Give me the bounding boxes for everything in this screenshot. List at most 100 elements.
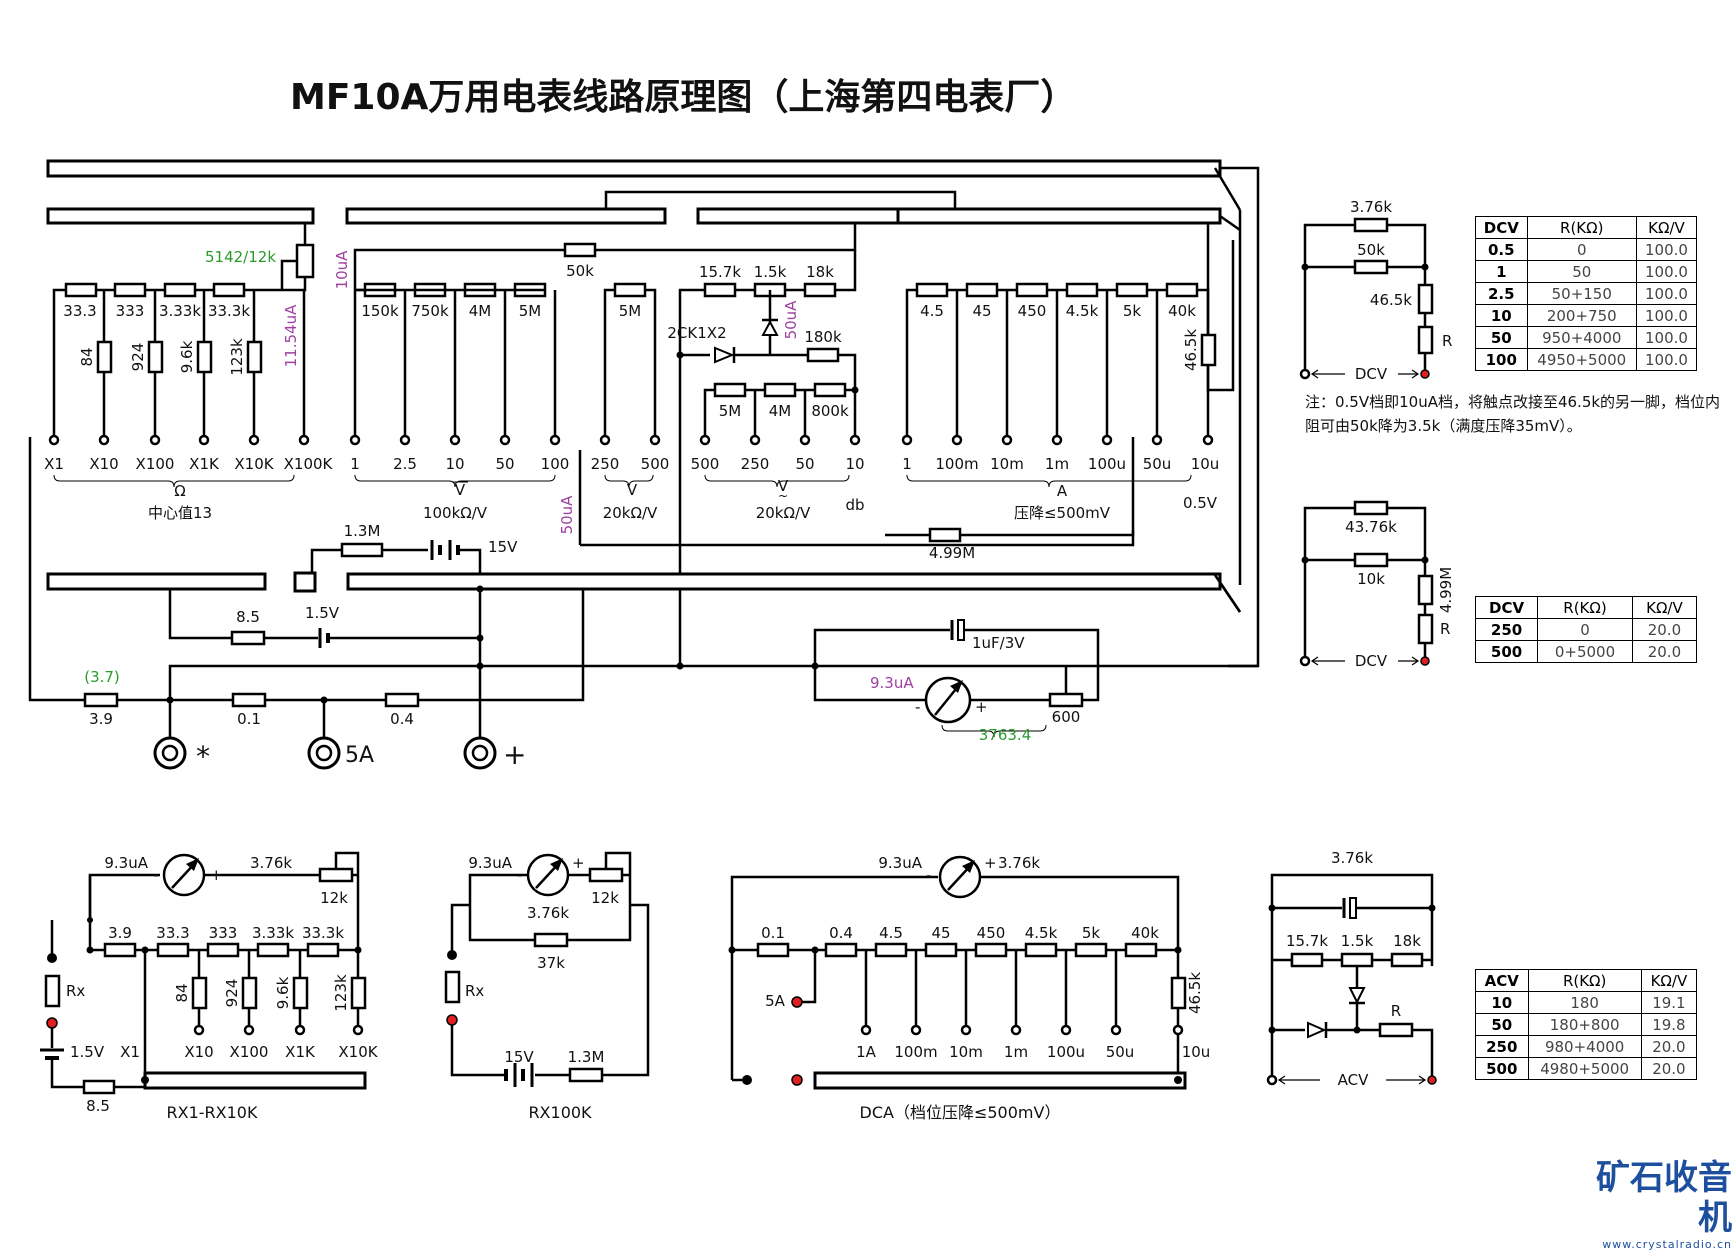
current-label: 10uA <box>333 250 351 290</box>
jack-label: * <box>196 740 210 773</box>
range-label: 50u <box>1106 1043 1135 1061</box>
rx-label: Rx <box>66 982 85 1000</box>
range-label: 10m <box>949 1043 983 1061</box>
res-label: 0.4 <box>829 924 853 942</box>
dcv-sensitivity: 100kΩ/V <box>423 504 488 522</box>
site-logo: 矿石收音机 www.crystalradio.cn <box>1572 1158 1732 1251</box>
range-label: 1m <box>1004 1043 1028 1061</box>
ohm-symbol: Ω <box>174 482 185 500</box>
range-label: 50 <box>795 455 814 473</box>
res-label: 3.76k <box>527 904 569 922</box>
res-label: 46.5k <box>1182 329 1200 371</box>
ohm-center-label: 中心值13 <box>148 504 212 522</box>
svg-text:-: - <box>153 866 158 884</box>
range-label: 10m <box>990 455 1024 473</box>
current-label: 11.54uA <box>282 304 300 367</box>
range-label: 10 <box>845 455 864 473</box>
range-label: 0.5V <box>1183 494 1218 512</box>
res-label: 33.3k <box>302 924 344 942</box>
res-label: 50k <box>566 262 594 280</box>
res-label: 40k <box>1168 302 1196 320</box>
res-label: 4.99M <box>1437 567 1455 613</box>
res-label: 5M <box>719 402 742 420</box>
pot-label: 12k <box>591 889 619 907</box>
logo-name: 矿石收音机 <box>1596 1158 1732 1238</box>
res-label: 4.5k <box>1025 924 1058 942</box>
dcv-terminals <box>349 434 561 446</box>
dca-caption: DCA（档位压降≤500mV） <box>860 1103 1061 1122</box>
res-label: 3.9 <box>89 710 113 728</box>
res-label: 123k <box>332 974 350 1012</box>
range-label: X10 <box>89 455 118 473</box>
capacitor-label: 1uF/3V <box>972 634 1025 652</box>
dcv2-sensitivity: 20kΩ/V <box>603 504 658 522</box>
dcv-symbol: V <box>455 481 466 499</box>
res-label: 0.1 <box>237 710 261 728</box>
svg-text:-: - <box>915 698 920 716</box>
current-label: 9.3uA <box>870 674 914 692</box>
range-label: X10 <box>184 1043 213 1061</box>
diode-label: 2CK1X2 <box>667 324 726 342</box>
dca-terminals <box>901 434 1214 446</box>
res-label: 5k <box>1123 302 1142 320</box>
range-label: 250 <box>591 455 620 473</box>
range-label: X1 <box>44 455 64 473</box>
dca-symbol: A <box>1057 482 1068 500</box>
pot-label: 5142/12k <box>205 248 276 266</box>
res-label: 3.76k <box>250 854 292 872</box>
res-label: 4M <box>469 302 492 320</box>
res-label: 45 <box>972 302 991 320</box>
res-label: 18k <box>806 263 834 281</box>
range-label: 10 <box>445 455 464 473</box>
current-label: 9.3uA <box>468 854 512 872</box>
res-label: 45 <box>931 924 950 942</box>
res-label: 3.33k <box>159 302 201 320</box>
ohm-terminals <box>48 434 310 446</box>
svg-text:+: + <box>572 854 585 872</box>
res-label: 1.3M <box>568 1048 605 1066</box>
res-label: 46.5k <box>1370 291 1412 309</box>
svg-text:+: + <box>975 698 988 716</box>
res-label: 8.5 <box>86 1097 110 1115</box>
acv-symbol: V <box>778 477 789 495</box>
range-label: 10u <box>1182 1043 1211 1061</box>
range-label: 2.5 <box>393 455 417 473</box>
switch-bar-bottom-left <box>46 572 267 591</box>
res-label: 924 <box>129 343 147 372</box>
battery-label: 15V <box>488 538 518 556</box>
jack-5a <box>307 736 341 770</box>
acv-terminals <box>699 434 861 446</box>
range-label: X100 <box>230 1043 269 1061</box>
res-label: 750k <box>411 302 449 320</box>
res-label: 3.76k <box>1331 849 1373 867</box>
res-label: 46.5k <box>1186 972 1204 1014</box>
diagram-title: MF10A万用电表线路原理图（上海第四电表厂） <box>290 77 1077 118</box>
dcv-label: DCV <box>1355 652 1388 670</box>
dca-voltage-drop: 压降≤500mV <box>1014 504 1111 522</box>
res-label: 9.6k <box>274 976 292 1009</box>
res-label: R <box>1440 620 1450 638</box>
res-label: 37k <box>537 954 565 972</box>
res-label: 333 <box>209 924 238 942</box>
res-label: 3.76k <box>998 854 1040 872</box>
switch-bar-ohm <box>46 207 315 225</box>
range-label: 1m <box>1045 455 1069 473</box>
range-label: 50 <box>495 455 514 473</box>
res-label: 800k <box>811 402 849 420</box>
dcv2-symbol: V <box>627 481 638 499</box>
range-label: X1K <box>189 455 220 473</box>
res-label: 3.76k <box>1350 198 1392 216</box>
resistance-total: 3763.4 <box>979 726 1032 744</box>
range-label: 500 <box>691 455 720 473</box>
res-label: 5M <box>619 302 642 320</box>
res-label: 3.9 <box>108 924 132 942</box>
svg-text:-: - <box>926 866 931 884</box>
range-label: 100m <box>894 1043 937 1061</box>
svg-text:+: + <box>984 854 997 872</box>
switch-bar-a <box>896 207 1222 225</box>
range-label: 250 <box>741 455 770 473</box>
jack-label: + <box>503 738 526 771</box>
res-label: 33.3k <box>208 302 250 320</box>
range-label: 10u <box>1191 455 1220 473</box>
